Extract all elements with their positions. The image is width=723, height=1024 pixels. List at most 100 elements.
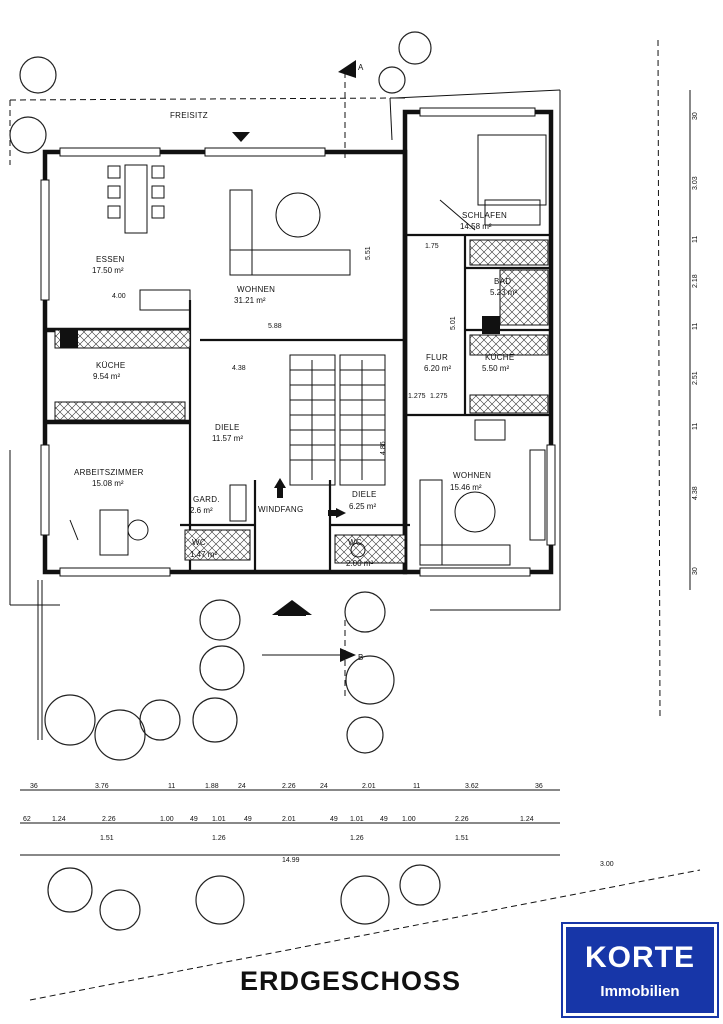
svg-text:1.88: 1.88: [205, 783, 219, 790]
svg-text:11: 11: [168, 783, 175, 790]
section-marker-b: B: [262, 620, 363, 700]
room-windfang: WINDFANG: [258, 505, 304, 514]
terrace-arrow-icon: [232, 132, 250, 142]
svg-text:1.00: 1.00: [402, 816, 416, 823]
room-flur: FLUR: [426, 353, 448, 362]
living-sofa: [139, 189, 351, 311]
area-gard: 2.6 m²: [190, 506, 213, 515]
area-bad: 5.23 m²: [490, 288, 517, 297]
svg-text:1.26: 1.26: [350, 835, 364, 842]
bottom-dimension-chains: 36 3.76 11 1.88 24 2.26 24 2.01 11 3.62 …: [20, 783, 614, 868]
korte-logo: KORTE Immobilien: [561, 922, 719, 1018]
svg-text:24: 24: [238, 783, 246, 790]
logo-main-text: KORTE: [585, 941, 695, 974]
staircase-left: [289, 354, 336, 486]
svg-text:30: 30: [692, 567, 699, 575]
kitchen-right-counters: [469, 334, 549, 414]
svg-text:2.26: 2.26: [102, 816, 116, 823]
svg-text:2.01: 2.01: [362, 783, 376, 790]
dim-essen-width: 4.00: [112, 293, 126, 300]
area-diele-left: 11.57 m²: [212, 434, 243, 443]
svg-text:1.26: 1.26: [212, 835, 226, 842]
svg-text:11: 11: [692, 323, 699, 330]
svg-text:49: 49: [380, 816, 388, 823]
svg-text:11: 11: [413, 783, 420, 790]
svg-text:36: 36: [30, 783, 38, 790]
main-entrance-icon: [272, 600, 312, 615]
entry-arrow-icon: [274, 478, 286, 498]
svg-text:36: 36: [535, 783, 543, 790]
svg-text:1.51: 1.51: [100, 835, 114, 842]
room-wc-right: WC: [348, 538, 362, 547]
svg-text:2.01: 2.01: [282, 816, 296, 823]
staircase-right: [339, 354, 386, 486]
area-wohnen-main: 31.21 m²: [234, 296, 266, 305]
room-gard: GARD.: [193, 495, 220, 504]
dim-wohnen-width: 5.88: [268, 323, 282, 330]
room-essen: ESSEN: [96, 255, 125, 264]
svg-text:62: 62: [23, 816, 31, 823]
room-wc-left: WC: [192, 538, 206, 547]
dim-diele-width: 4.38: [232, 365, 246, 372]
dim-stair-length: 4.86: [380, 441, 387, 455]
dim-wohnen-depth: 5.51: [365, 246, 372, 260]
dining-table: [107, 164, 165, 234]
svg-text:49: 49: [330, 816, 338, 823]
svg-text:1.01: 1.01: [350, 816, 364, 823]
svg-text:49: 49: [244, 816, 252, 823]
svg-text:1.24: 1.24: [520, 816, 534, 823]
area-kueche-left: 9.54 m²: [93, 372, 120, 381]
area-wc-left: 1.47 m²: [190, 550, 217, 559]
study-desk: [69, 509, 149, 556]
right-dimension-chain: 30 3.03 11 2.18 11 2.51 11 4.38 30: [689, 90, 699, 590]
svg-text:30: 30: [692, 112, 699, 120]
entry-arrow-right-icon: [328, 508, 346, 518]
area-kueche-right: 5.50 m²: [482, 364, 509, 373]
svg-text:4.38: 4.38: [692, 486, 699, 500]
svg-text:11: 11: [692, 236, 699, 243]
offset-dimension: 3.00: [600, 861, 614, 868]
room-wohnen-right: WOHNEN: [453, 471, 491, 480]
area-essen: 17.50 m²: [92, 266, 124, 275]
wc-right-fixtures: [334, 534, 406, 564]
dim-flur-a: 1.275: [408, 393, 426, 400]
property-lines: [9, 39, 701, 1001]
svg-text:2.51: 2.51: [692, 371, 699, 385]
dim-flur-b: 1.275: [430, 393, 448, 400]
wc-left-fixtures: [184, 484, 251, 561]
svg-text:3.76: 3.76: [95, 783, 109, 790]
svg-text:3.62: 3.62: [465, 783, 479, 790]
svg-text:A: A: [358, 63, 364, 72]
logo-sub-text: Immobilien: [600, 983, 680, 1000]
svg-text:2.26: 2.26: [455, 816, 469, 823]
room-arbeitszimmer: ARBEITSZIMMER: [74, 468, 144, 477]
windows: [40, 107, 556, 577]
area-schlafen: 14.58 m²: [460, 222, 492, 231]
svg-text:11: 11: [692, 423, 699, 430]
svg-text:49: 49: [190, 816, 198, 823]
svg-text:2.18: 2.18: [692, 274, 699, 288]
kitchen-left-counters: [54, 329, 191, 421]
room-diele-left: DIELE: [215, 423, 240, 432]
svg-text:1.51: 1.51: [455, 835, 469, 842]
area-flur: 6.20 m²: [424, 364, 451, 373]
svg-text:1.24: 1.24: [52, 816, 66, 823]
inner-dimensions: 4.00 5.51 5.88 4.38 5.01 4.86 1.275 1.27…: [112, 243, 457, 455]
area-wc-right: 2.00 m²: [346, 559, 373, 568]
living-right-furniture: [419, 419, 546, 566]
svg-text:1.01: 1.01: [212, 816, 226, 823]
room-schlafen: SCHLAFEN: [462, 211, 507, 220]
room-diele-right: DIELE: [352, 490, 377, 499]
floor-title: ERDGESCHOSS: [240, 966, 462, 996]
area-diele-right: 6.25 m²: [349, 502, 376, 511]
dim-flur-length: 5.01: [450, 316, 457, 330]
freisitz-label: FREISITZ: [170, 111, 208, 120]
section-marker-a: A: [338, 60, 364, 160]
dim-bad-width: 1.75: [425, 243, 439, 250]
room-bad: BAD: [494, 277, 511, 286]
svg-text:2.26: 2.26: [282, 783, 296, 790]
room-kueche-right: KÜCHE: [485, 353, 515, 362]
bed: [439, 134, 547, 231]
room-wohnen-main: WOHNEN: [237, 285, 275, 294]
